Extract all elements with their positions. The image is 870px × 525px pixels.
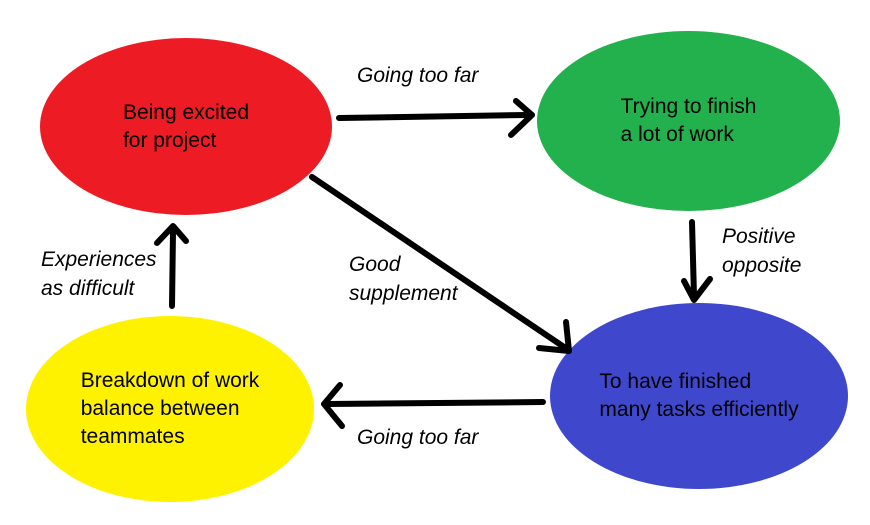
edge-label-line: Positive xyxy=(722,225,796,248)
node-finished-tasks: To have finished many tasks efficiently xyxy=(550,303,848,489)
node-trying-to-finish-label: Trying to finish a lot of work xyxy=(621,93,757,149)
edge-label-line: Good xyxy=(349,253,401,276)
edge-label-going-too-far-bottom: Going too far xyxy=(357,426,479,449)
node-text-line: teammates xyxy=(80,425,185,448)
edge-label-line: supplement xyxy=(349,282,458,305)
edge-label-good-supplement: Good supplement xyxy=(349,250,458,308)
node-text-line: balance between xyxy=(80,397,240,420)
arrow-breakdown-to-excited-icon xyxy=(154,223,189,309)
arrow-excited-to-trying-icon xyxy=(336,98,535,138)
node-work-breakdown-label: Breakdown of work balance between teamma… xyxy=(81,367,260,451)
edge-label-line: opposite xyxy=(722,254,802,277)
node-text-line: To have finished xyxy=(599,370,752,393)
edge-label-line: as difficult xyxy=(41,277,135,300)
node-being-excited: Being excited for project xyxy=(40,38,332,215)
node-being-excited-label: Being excited for project xyxy=(123,99,249,155)
edge-label-experiences-as-difficult: Experiences as difficult xyxy=(41,245,157,303)
arrow-finished-to-breakdown-icon xyxy=(321,382,546,429)
edge-label-line: Experiences xyxy=(41,248,157,271)
node-trying-to-finish: Trying to finish a lot of work xyxy=(537,31,840,211)
edge-label-positive-opposite: Positive opposite xyxy=(722,222,801,280)
node-text-line: for project xyxy=(122,128,217,152)
node-finished-tasks-label: To have finished many tasks efficiently xyxy=(599,368,798,424)
node-text-line: many tasks efficiently xyxy=(599,398,799,421)
node-text-line: a lot of work xyxy=(620,123,734,146)
node-text-line: Breakdown of work xyxy=(80,369,260,392)
arrow-trying-to-finished-icon xyxy=(681,219,713,303)
node-work-breakdown: Breakdown of work balance between teamma… xyxy=(26,316,314,502)
node-text-line: Being excited xyxy=(122,100,250,124)
node-text-line: Trying to finish xyxy=(620,95,757,118)
edge-label-going-too-far-top: Going too far xyxy=(357,64,479,87)
